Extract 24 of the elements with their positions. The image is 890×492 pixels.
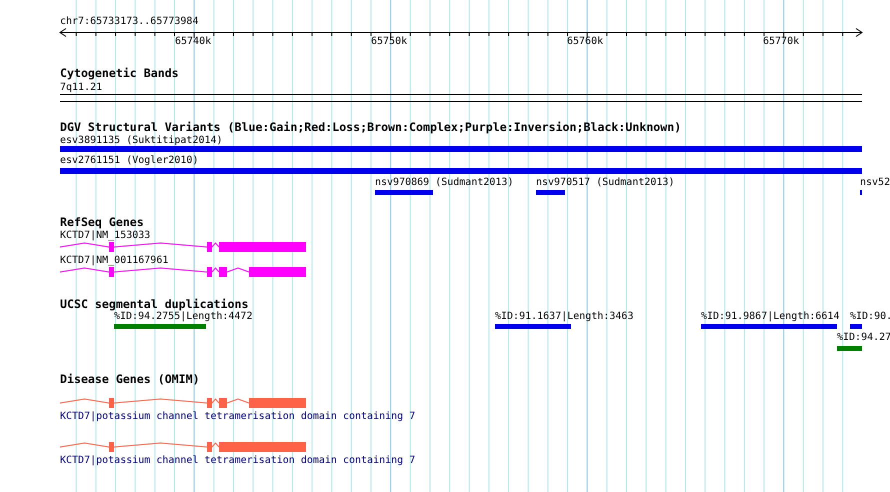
feature-label: %ID:90. (850, 311, 890, 322)
coordinate-range: chr7:65733173..65773984 (60, 16, 198, 27)
feature-label: %ID:91.1637|Length:3463 (495, 311, 634, 322)
gene-label: KCTD7|potassium channel tetramerisation domain containing 7 (60, 411, 416, 422)
feature-label: esv3891135 (Suktitipat2014) (60, 135, 223, 146)
feature-label: %ID:91.9867|Length:6614 (701, 311, 840, 322)
tick-label: 65750k (371, 36, 408, 47)
gene-label: KCTD7|potassium channel tetramerisation domain containing 7 (60, 455, 416, 466)
gene-label: KCTD7|NM_153033 (60, 230, 150, 241)
tick-label: 65770k (763, 36, 800, 47)
track-title: DGV Structural Variants (Blue:Gain;Red:Loss;Brown:Complex;Purple:Inversion;Black:Unknown) (60, 121, 682, 134)
tick-label: 65760k (567, 36, 604, 47)
track-title: Disease Genes (OMIM) (60, 373, 200, 386)
track-title: Cytogenetic Bands (60, 67, 179, 80)
feature-label: nsv970517 (Sudmant2013) (536, 177, 674, 188)
feature-label: esv2761151 (Vogler2010) (60, 155, 198, 166)
track-title: UCSC segmental duplications (60, 298, 248, 311)
gene-label: KCTD7|NM_001167961 (60, 255, 168, 266)
feature-label: nsv52 (860, 177, 890, 188)
track-title: RefSeq Genes (60, 216, 144, 229)
feature-label: nsv970869 (Sudmant2013) (375, 177, 514, 188)
feature-label: %ID:94.2755|Length:4472 (114, 311, 252, 322)
band-label: 7q11.21 (60, 82, 102, 93)
tick-label: 65740k (175, 36, 212, 47)
